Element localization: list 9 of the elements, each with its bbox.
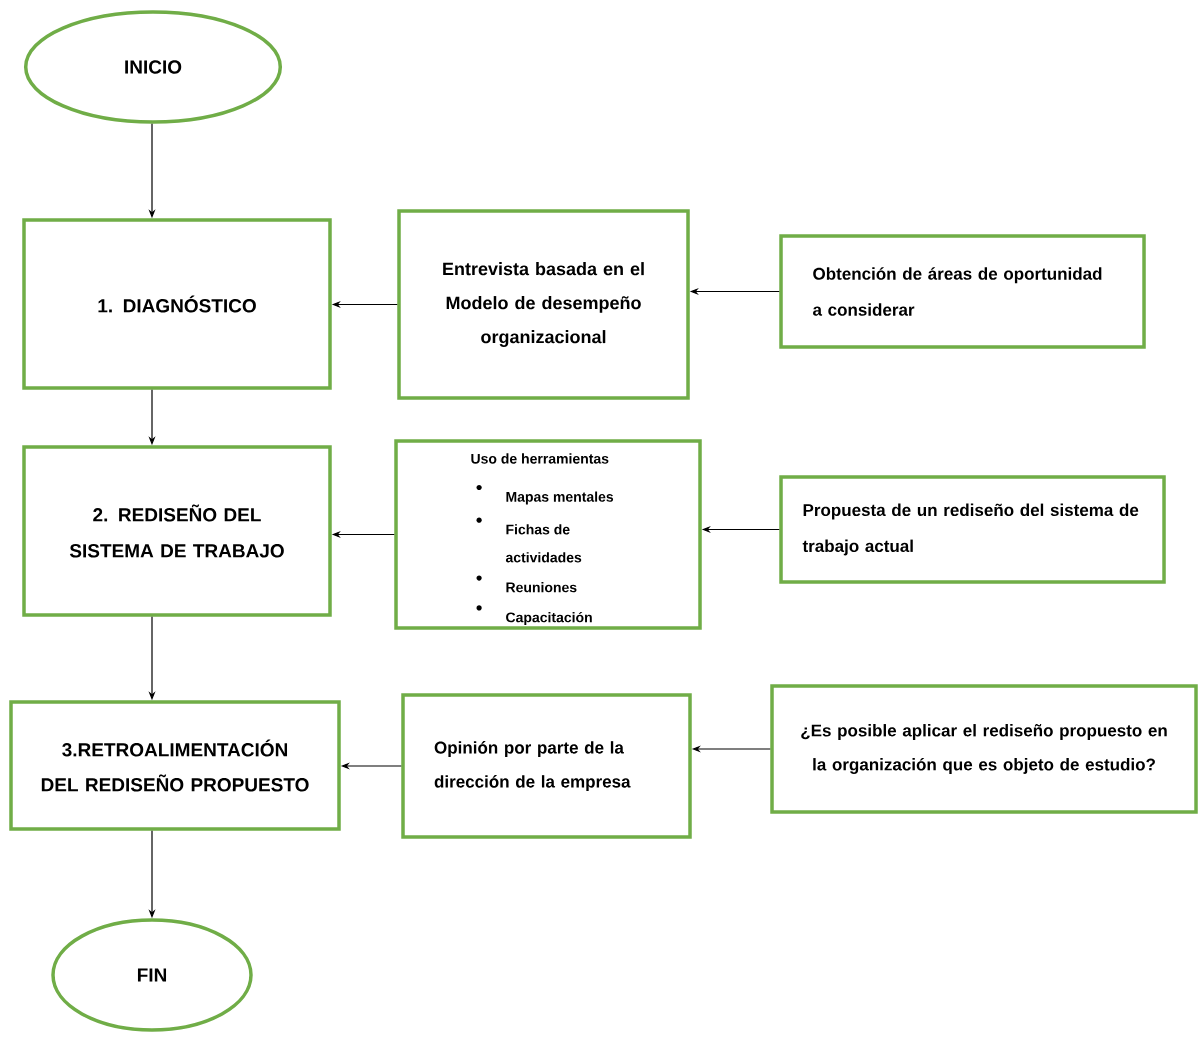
process-box: Opinión por parte de la dirección de la empresa xyxy=(401,693,692,839)
process-box: 2. REDISEÑO DEL SISTEMA DE TRABAJO xyxy=(22,445,332,617)
process-box: Entrevista basada en el Modelo de desempeño organizacional xyxy=(397,209,690,400)
process-box: Uso de herramientas Mapas mentales Fichas de actividades Reuniones Capacitación xyxy=(394,439,702,630)
process-box: Obtención de áreas de oportunidad a considerar xyxy=(779,234,1146,349)
process-box: 3.RETROALIMENTACIÓN DEL REDISEÑO PROPUESTO xyxy=(9,700,341,831)
process-box: Propuesta de un rediseño del sistema de trabajo actual xyxy=(779,475,1166,584)
process-box: ¿Es posible aplicar el rediseño propuesto en la organización que es objeto de estudio? xyxy=(770,684,1198,814)
process-box: 1. DIAGNÓSTICO xyxy=(22,218,332,390)
